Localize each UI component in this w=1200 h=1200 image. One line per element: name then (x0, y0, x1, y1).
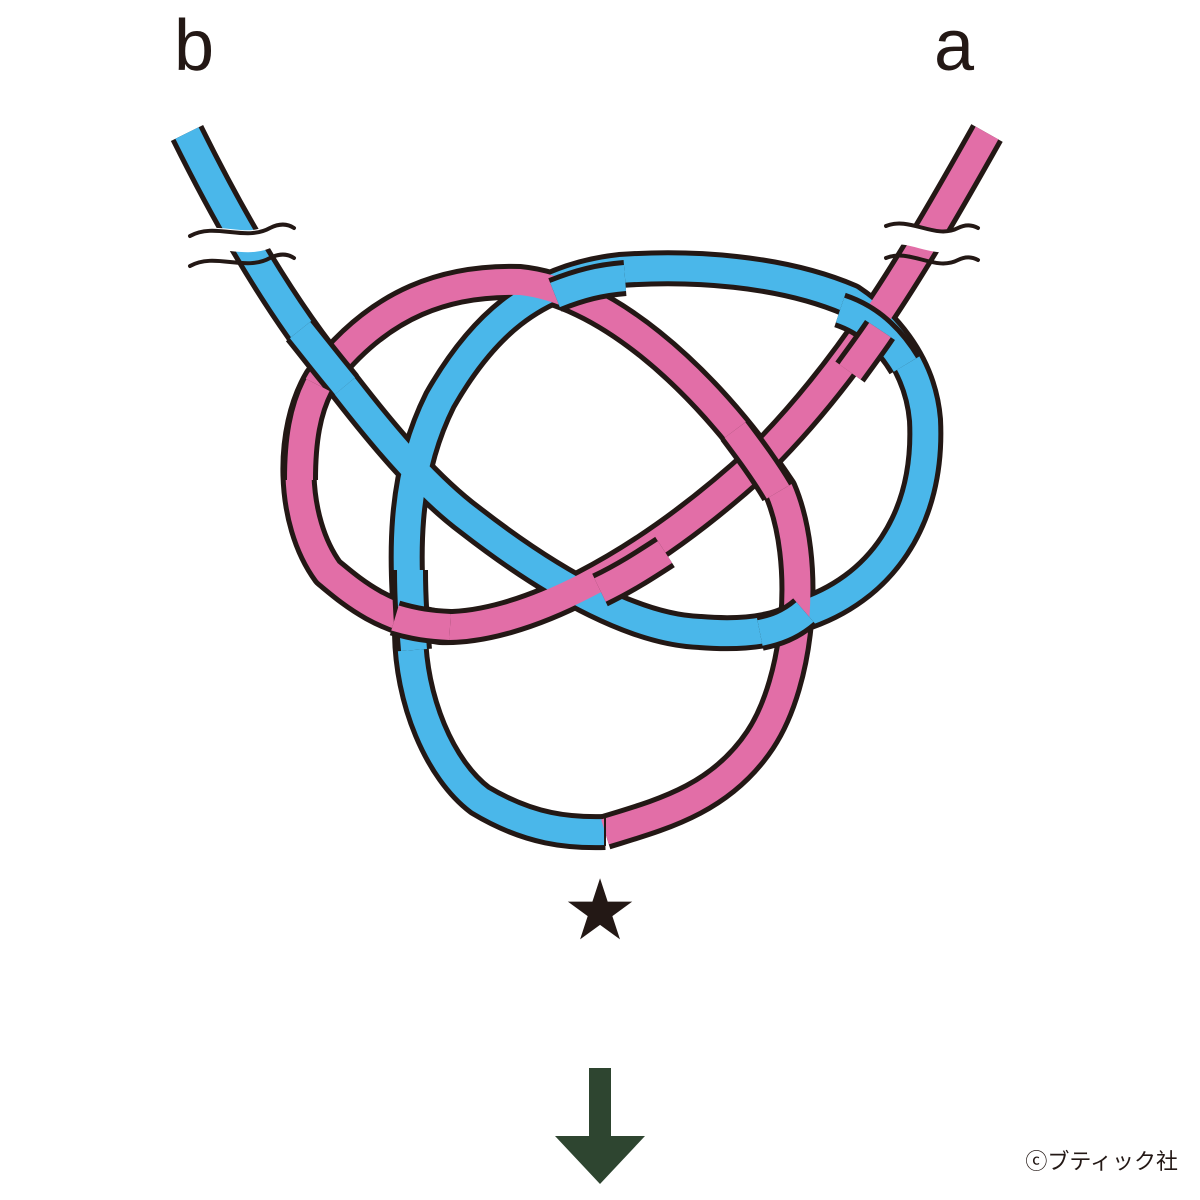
wavy-break-icon (179, 221, 305, 268)
copyright-text: ⓒブティック社 (1025, 1150, 1178, 1175)
cord-b-label: b (174, 6, 215, 86)
wavy-break-icon (875, 221, 989, 266)
pink-over-crossings (282, 319, 895, 645)
cord-a-label: a (934, 6, 975, 86)
arrow-down-icon (555, 1068, 645, 1184)
star-icon: ★ (562, 861, 638, 959)
